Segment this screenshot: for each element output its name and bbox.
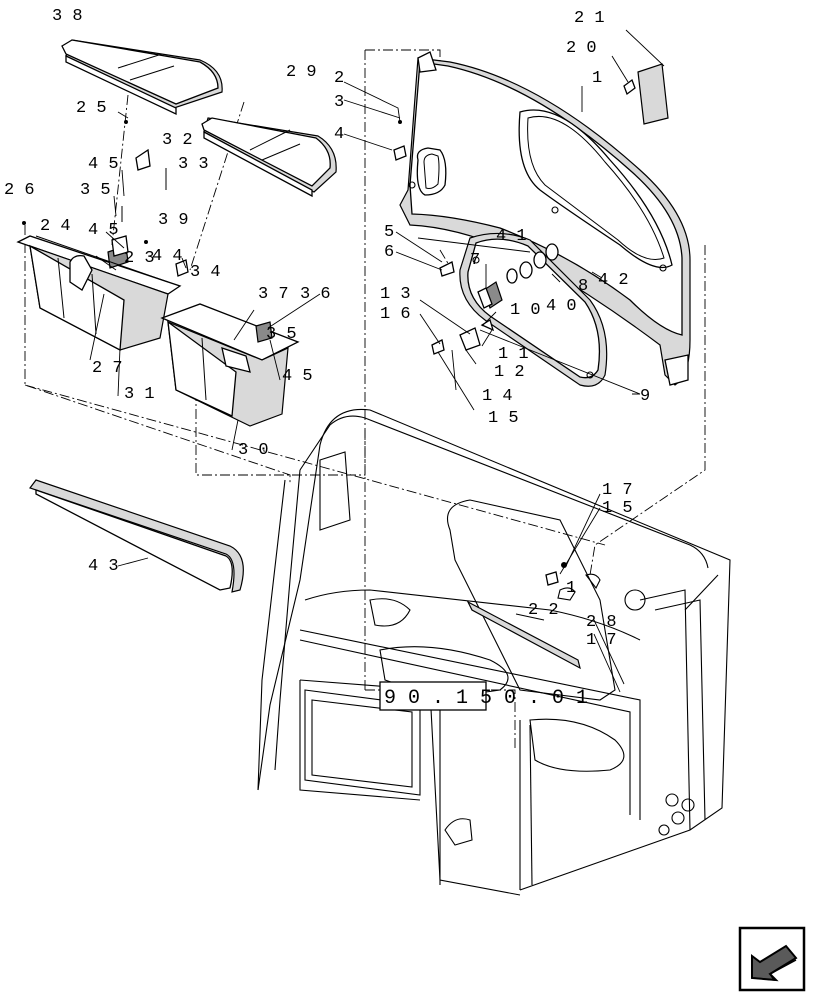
callout-40: 4 0 [546,297,577,316]
callout-1: 1 [592,69,602,88]
callout-labels: 3 8 2 5 2 9 3 2 4 5 3 3 3 5 2 6 3 9 2 4 … [4,7,650,650]
callout-21: 2 1 [574,9,605,28]
callout-22: 2 2 [528,601,559,620]
callout-3: 3 [334,93,344,112]
cab-frame [257,408,731,896]
callout-15: 1 5 [488,409,519,428]
seal-part-43 [29,479,244,593]
callout-7: 7 [470,251,480,270]
callout-26: 2 6 [4,181,35,200]
callout-16: 1 6 [380,305,411,324]
assembly-guide-lines [24,49,706,750]
callout-15: 1 5 [602,499,633,518]
callout-30: 3 0 [238,441,269,460]
callout-34: 3 4 [190,263,221,282]
arrow-left-down-icon [738,926,806,992]
strip-part-22 [466,600,581,670]
callout-17: 1 7 [602,481,633,500]
cover-panel-part-9 [459,232,608,387]
callout-20: 2 0 [566,39,597,58]
callout-6: 6 [384,243,394,262]
callout-13: 1 3 [380,285,411,304]
callout-42: 4 2 [598,271,629,290]
callout-44: 4 4 [152,247,183,266]
switch-and-rings [477,243,559,309]
lid-part-29 [201,117,337,198]
callout-14: 1 4 [482,387,513,406]
callout-33: 3 3 [178,155,209,174]
callout-31: 3 1 [124,385,155,404]
reference-text: 9 0 . 1 5 0 . 0 1 [384,687,588,710]
callout-5: 5 [384,223,394,242]
callout-2: 2 [334,69,344,88]
callout-10: 1 0 [510,301,541,320]
callout-29: 2 9 [286,63,317,82]
callout-27: 2 7 [92,359,123,378]
callout-43: 4 3 [88,557,119,576]
leader-lines [89,29,665,693]
callout-45: 4 5 [88,155,119,174]
callout-32: 3 2 [162,131,193,150]
callout-11: 1 1 [498,345,529,364]
navigation-button[interactable] [738,926,806,992]
callout-12: 1 2 [494,363,525,382]
callout-28: 2 8 [586,613,617,632]
storage-box-part-30 [160,303,300,427]
callout-1: 1 [566,579,576,598]
callout-45: 4 5 [282,367,313,386]
callout-9: 9 [640,387,650,406]
callout-25: 2 5 [76,99,107,118]
storage-box-part-31 [16,235,182,352]
callout-38: 3 8 [52,7,83,26]
lid-part-38 [61,39,223,116]
fasteners [22,78,636,586]
callout-45: 4 5 [88,221,119,240]
callout-39: 3 9 [158,211,189,230]
callout-23: 2 3 [124,249,155,268]
trim-panel-part-1 [399,51,691,386]
callout-41: 4 1 [496,227,527,246]
callout-17: 1 7 [586,631,617,650]
callout-24: 2 4 [40,217,71,236]
callout-35: 3 5 [266,325,297,344]
plate-part-21 [637,63,669,125]
callout-37: 3 7 [258,285,289,304]
callout-36: 3 6 [300,285,331,304]
callout-35: 3 5 [80,181,111,200]
reference-box[interactable]: 9 0 . 1 5 0 . 0 1 [379,681,588,711]
callout-4: 4 [334,125,344,144]
callout-8: 8 [578,277,588,296]
